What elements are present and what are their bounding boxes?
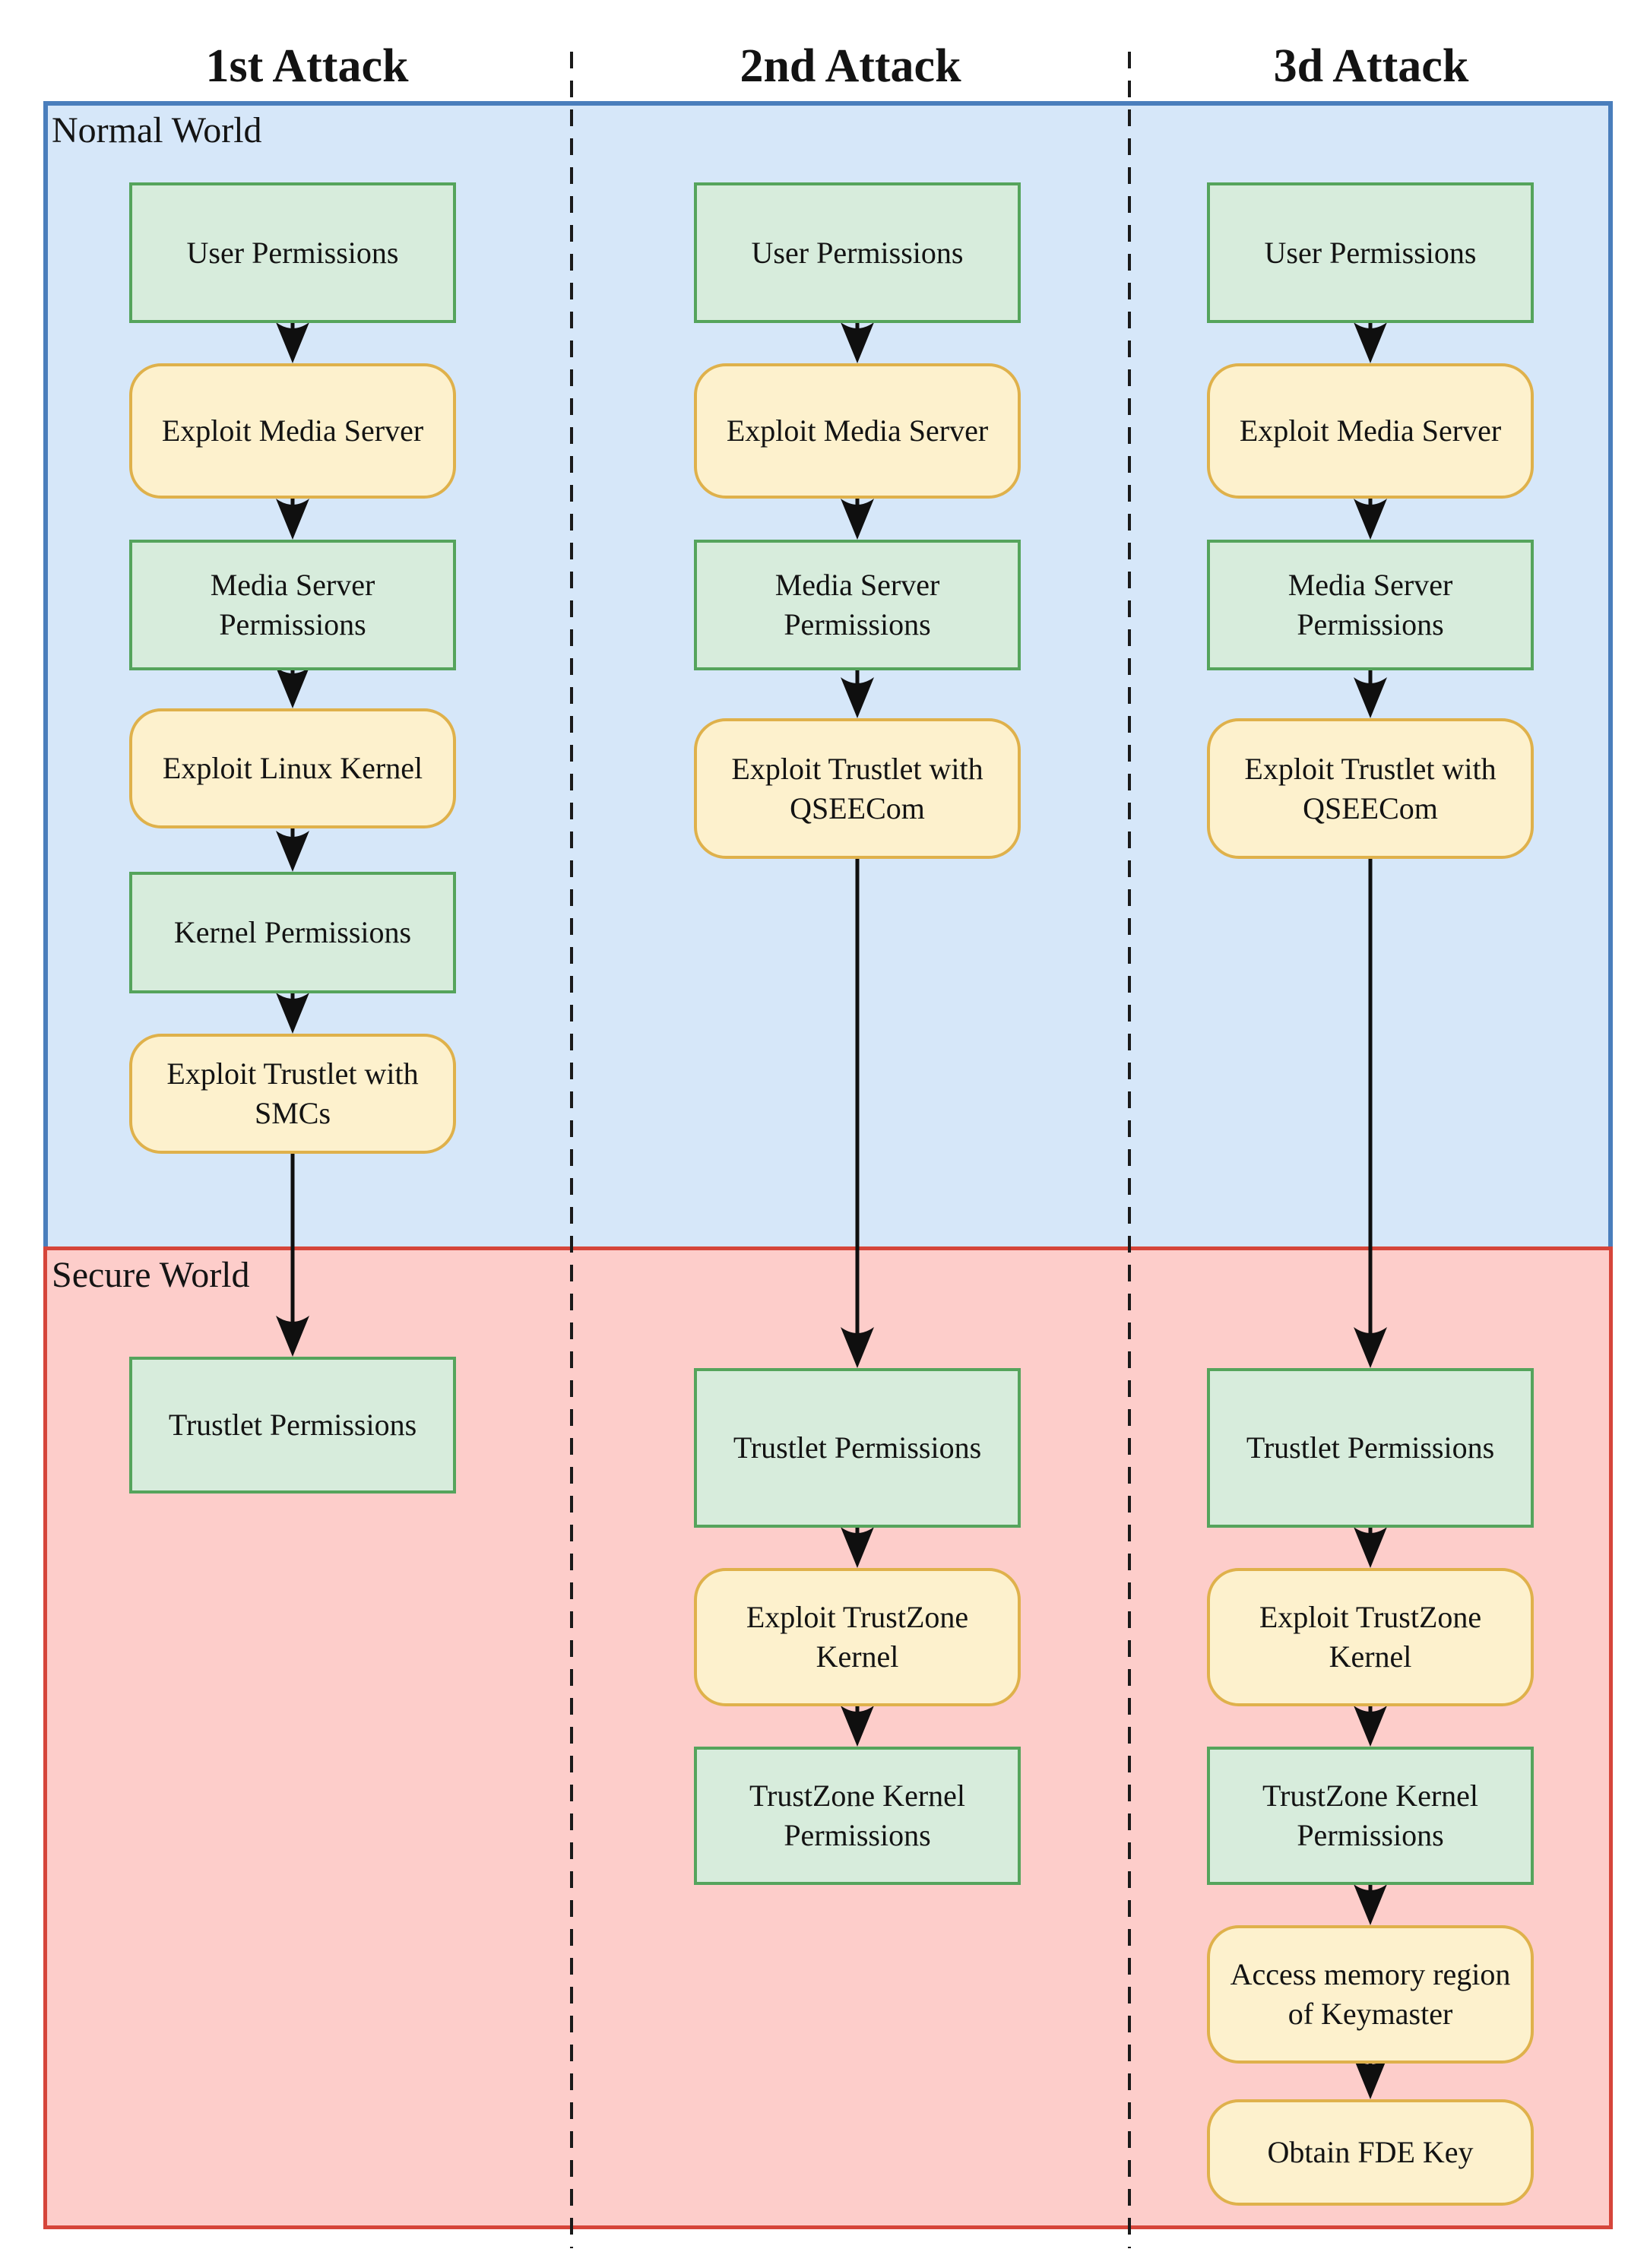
node-trustlet-permissions: Trustlet Permissions xyxy=(694,1368,1021,1528)
arrow-head-icon xyxy=(276,322,309,363)
normal-world-label: Normal World xyxy=(52,110,262,150)
node-exploit-linux-kernel: Exploit Linux Kernel xyxy=(129,708,456,828)
node-media-server-permissions: Media Server Permissions xyxy=(1207,540,1534,670)
node-exploit-trustlet-with-qseecom: Exploit Trustlet with QSEECom xyxy=(1207,718,1534,859)
node-exploit-trustlet-with-qseecom: Exploit Trustlet with QSEECom xyxy=(694,718,1021,859)
arrow-head-icon xyxy=(841,1327,874,1368)
node-exploit-trustlet-with-smcs: Exploit Trustlet with SMCs xyxy=(129,1034,456,1154)
arrow-head-icon xyxy=(841,1706,874,1747)
column-title-2: 2nd Attack xyxy=(740,40,961,92)
node-exploit-media-server: Exploit Media Server xyxy=(694,363,1021,499)
arrow-head-icon xyxy=(276,1316,309,1357)
node-trustzone-kernel-permissions: TrustZone Kernel Permissions xyxy=(1207,1747,1534,1885)
node-user-permissions: User Permissions xyxy=(129,182,456,323)
arrow-head-icon xyxy=(276,499,309,540)
arrow-head-icon xyxy=(1354,677,1387,718)
secure-world-label: Secure World xyxy=(52,1255,250,1295)
node-obtain-fde-key: Obtain FDE Key xyxy=(1207,2099,1534,2206)
arrow-head-icon xyxy=(1354,2058,1387,2099)
column-title-1: 1st Attack xyxy=(205,40,409,92)
arrow-head-icon xyxy=(1354,499,1387,540)
arrow-head-icon xyxy=(841,1527,874,1568)
arrow-head-icon xyxy=(276,993,309,1034)
node-media-server-permissions: Media Server Permissions xyxy=(129,540,456,670)
arrow-head-icon xyxy=(276,831,309,872)
node-exploit-media-server: Exploit Media Server xyxy=(1207,363,1534,499)
arrow-head-icon xyxy=(841,499,874,540)
node-access-memory-region-of-keymaster: Access memory region of Keymaster xyxy=(1207,1925,1534,2064)
node-trustlet-permissions: Trustlet Permissions xyxy=(129,1357,456,1494)
arrow-head-icon xyxy=(1354,1327,1387,1368)
node-user-permissions: User Permissions xyxy=(1207,182,1534,323)
arrow-head-icon xyxy=(1354,322,1387,363)
arrow-head-icon xyxy=(1354,1706,1387,1747)
column-title-3: 3d Attack xyxy=(1273,40,1469,92)
node-exploit-trustzone-kernel: Exploit TrustZone Kernel xyxy=(694,1568,1021,1706)
node-user-permissions: User Permissions xyxy=(694,182,1021,323)
arrow-head-icon xyxy=(276,667,309,708)
arrow-head-icon xyxy=(841,322,874,363)
node-exploit-trustzone-kernel: Exploit TrustZone Kernel xyxy=(1207,1568,1534,1706)
arrow-head-icon xyxy=(1354,1527,1387,1568)
arrow-head-icon xyxy=(1354,1884,1387,1925)
node-media-server-permissions: Media Server Permissions xyxy=(694,540,1021,670)
arrow-head-icon xyxy=(841,677,874,718)
node-trustlet-permissions: Trustlet Permissions xyxy=(1207,1368,1534,1528)
node-kernel-permissions: Kernel Permissions xyxy=(129,872,456,993)
node-trustzone-kernel-permissions: TrustZone Kernel Permissions xyxy=(694,1747,1021,1885)
node-exploit-media-server: Exploit Media Server xyxy=(129,363,456,499)
